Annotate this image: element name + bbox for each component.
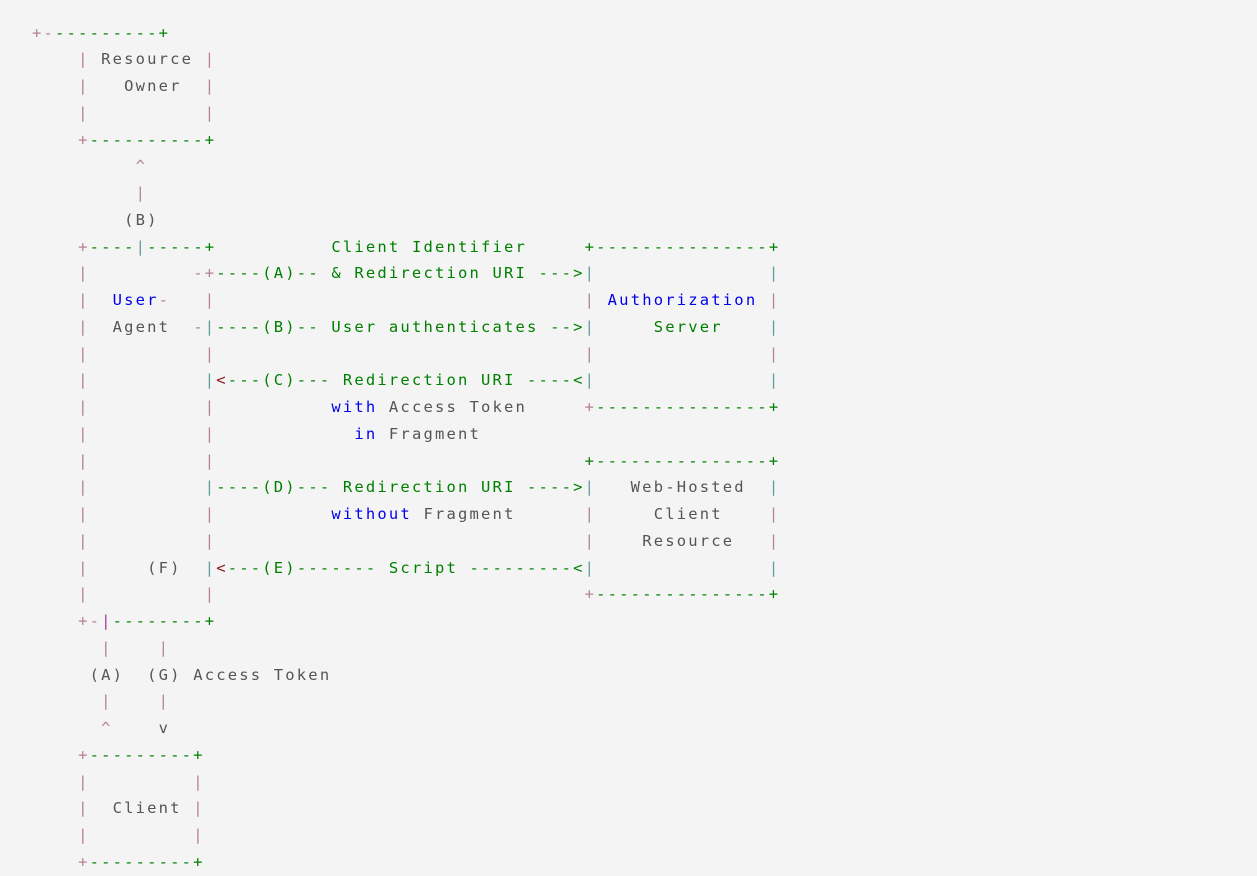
ascii-art-diagram: +----------+ | Resource | | Owner | | | …	[0, 20, 780, 876]
row-client-top-border: +---------+	[78, 745, 205, 764]
row-arrowheads-a-g: ^ v	[101, 719, 171, 737]
row-resource-owner-blank: | |	[78, 103, 217, 122]
row-ua-bottom-border: +-|--------+	[78, 612, 217, 630]
row-ua-blank-3: | | +---------------+	[78, 585, 781, 604]
row-label-b: (B)	[124, 210, 159, 229]
row-with-access-token: | | with Access Token +---------------+	[78, 398, 781, 416]
row-client-label: | Client |	[78, 799, 205, 818]
row-labels-a-g: (A) (G) Access Token	[89, 665, 332, 684]
row-ua-top-border: +----|-----+ Client Identifier +--------…	[78, 237, 781, 256]
row-step-b: | Agent -|----(B)-- User authenticates -…	[78, 317, 781, 336]
row-user-label: | User- | | Authorization |	[78, 291, 781, 309]
row-ua-blank-2: | | +---------------+	[78, 451, 781, 470]
row-without-fragment: | | without Fragment | Client |	[78, 505, 781, 523]
row-pipe-b: |	[135, 184, 148, 202]
row-arrow-up-b: ^	[135, 157, 148, 176]
row-step-d: | |----(D)--- Redirection URI ---->| Web…	[78, 478, 781, 497]
row-pipes-a-g-bottom: | |	[101, 692, 171, 711]
row-top-border-resource-owner: +----------+	[32, 23, 171, 42]
row-owner-label: | Owner |	[78, 77, 217, 95]
row-in-fragment: | | in Fragment	[78, 424, 482, 443]
row-bottom-border-resource-owner: +----------+	[78, 130, 217, 149]
row-client-blank-2: | |	[78, 826, 205, 844]
row-step-e: | (F) |<---(E)------- Script ---------<|…	[78, 558, 781, 577]
row-web-hosted-resource: | | | Resource |	[78, 531, 781, 550]
row-client-bottom-border: +---------+	[78, 852, 205, 871]
row-step-c: | |<---(C)--- Redirection URI ----<| |	[78, 371, 781, 390]
row-resource-owner-label: | Resource |	[78, 50, 217, 69]
row-client-blank-1: | |	[78, 772, 205, 791]
row-ua-blank-1: | | | |	[78, 344, 781, 363]
row-pipes-a-g-top: | |	[101, 638, 171, 657]
row-step-a: | -+----(A)-- & Redirection URI --->| |	[78, 264, 781, 283]
